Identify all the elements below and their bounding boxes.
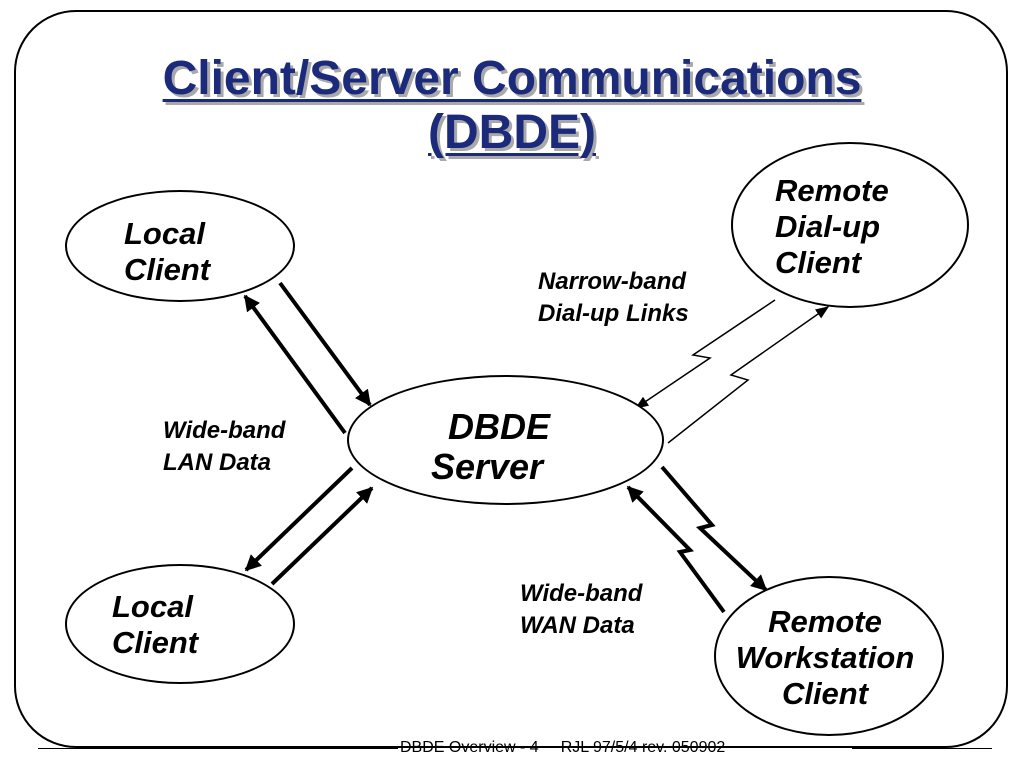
lan-arrow-server-to-top (243, 294, 347, 435)
remote-dialup-client-line-1: Remote (775, 173, 889, 208)
local-client-bottom-node (65, 564, 295, 684)
wan-arrow-to-server (626, 485, 726, 614)
local-client-bottom-line-1: Local (112, 589, 193, 624)
slide-frame (14, 10, 1008, 748)
lan-arrow-server-to-bottom (244, 466, 354, 572)
remote-workstation-client-line-1: Remote (768, 604, 882, 639)
title-line-1: Client/Server Communications (162, 52, 862, 105)
lan-link-label-line-2: LAN Data (163, 449, 272, 476)
local-client-top-node (65, 190, 295, 302)
wan-arrow-to-workstation (660, 465, 768, 592)
footer-slide-label: DBDE Overview - 4 (400, 739, 539, 756)
lan-arrow-bottom-to-server (270, 486, 374, 586)
dbde-server-line-2: Server (430, 446, 544, 487)
dialup-link-label-line-2: Dial-up Links (538, 300, 689, 327)
remote-dialup-client-line-2: Dial-up (775, 209, 881, 244)
dbde-server-node (347, 375, 664, 505)
footer-rule-right (852, 748, 992, 749)
local-client-bottom-line-2: Client (112, 625, 199, 660)
lan-arrow-top-to-server (278, 281, 372, 407)
dbde-server-line-1: DBDE (447, 406, 550, 447)
local-client-top-line-2: Client (124, 252, 211, 287)
title-line-2: (DBDE) (428, 106, 596, 159)
local-client-top-label: Local Client (124, 216, 210, 288)
dialup-arrow-to-server (634, 299, 776, 409)
dbde-server-label: DBDE Server (412, 407, 562, 487)
dialup-link-label: Narrow-band Dial-up Links (538, 266, 689, 330)
slide-title: Client/Server Communications (DBDE) (0, 52, 1024, 160)
remote-dialup-client-node (731, 142, 969, 308)
wan-link-label-line-1: Wide-band (520, 580, 643, 607)
local-client-top-line-1: Local (124, 216, 205, 251)
local-client-bottom-label: Local Client (112, 589, 198, 661)
footer-revision: RJL 97/5/4 rev. 050902 (560, 739, 726, 756)
remote-workstation-client-label: Remote Workstation Client (720, 604, 930, 712)
remote-workstation-client-line-2: Workstation (735, 640, 915, 675)
remote-dialup-client-line-3: Client (775, 245, 862, 280)
dialup-link-label-line-1: Narrow-band (538, 268, 687, 295)
lan-link-label-line-1: Wide-band (163, 417, 286, 444)
wan-link-label: Wide-band WAN Data (520, 578, 642, 642)
footer-rule-left (38, 748, 398, 749)
slide-footer: DBDE Overview - 4 RJL 97/5/4 rev. 050902 (0, 730, 1024, 756)
footer-text: DBDE Overview - 4 RJL 97/5/4 rev. 050902 (400, 738, 850, 758)
lan-link-label: Wide-band LAN Data (163, 415, 285, 479)
wan-link-label-line-2: WAN Data (520, 612, 635, 639)
remote-workstation-client-node (714, 576, 944, 736)
remote-workstation-client-line-3: Client (781, 676, 869, 711)
remote-dialup-client-label: Remote Dial-up Client (775, 173, 889, 281)
dialup-arrow-to-client (667, 306, 830, 444)
